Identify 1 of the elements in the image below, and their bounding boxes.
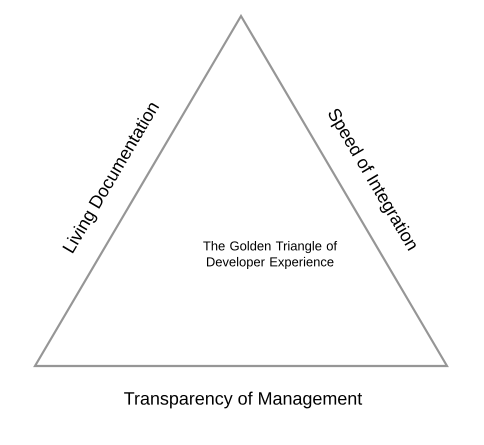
side-label: Transparency of Management <box>124 392 362 408</box>
